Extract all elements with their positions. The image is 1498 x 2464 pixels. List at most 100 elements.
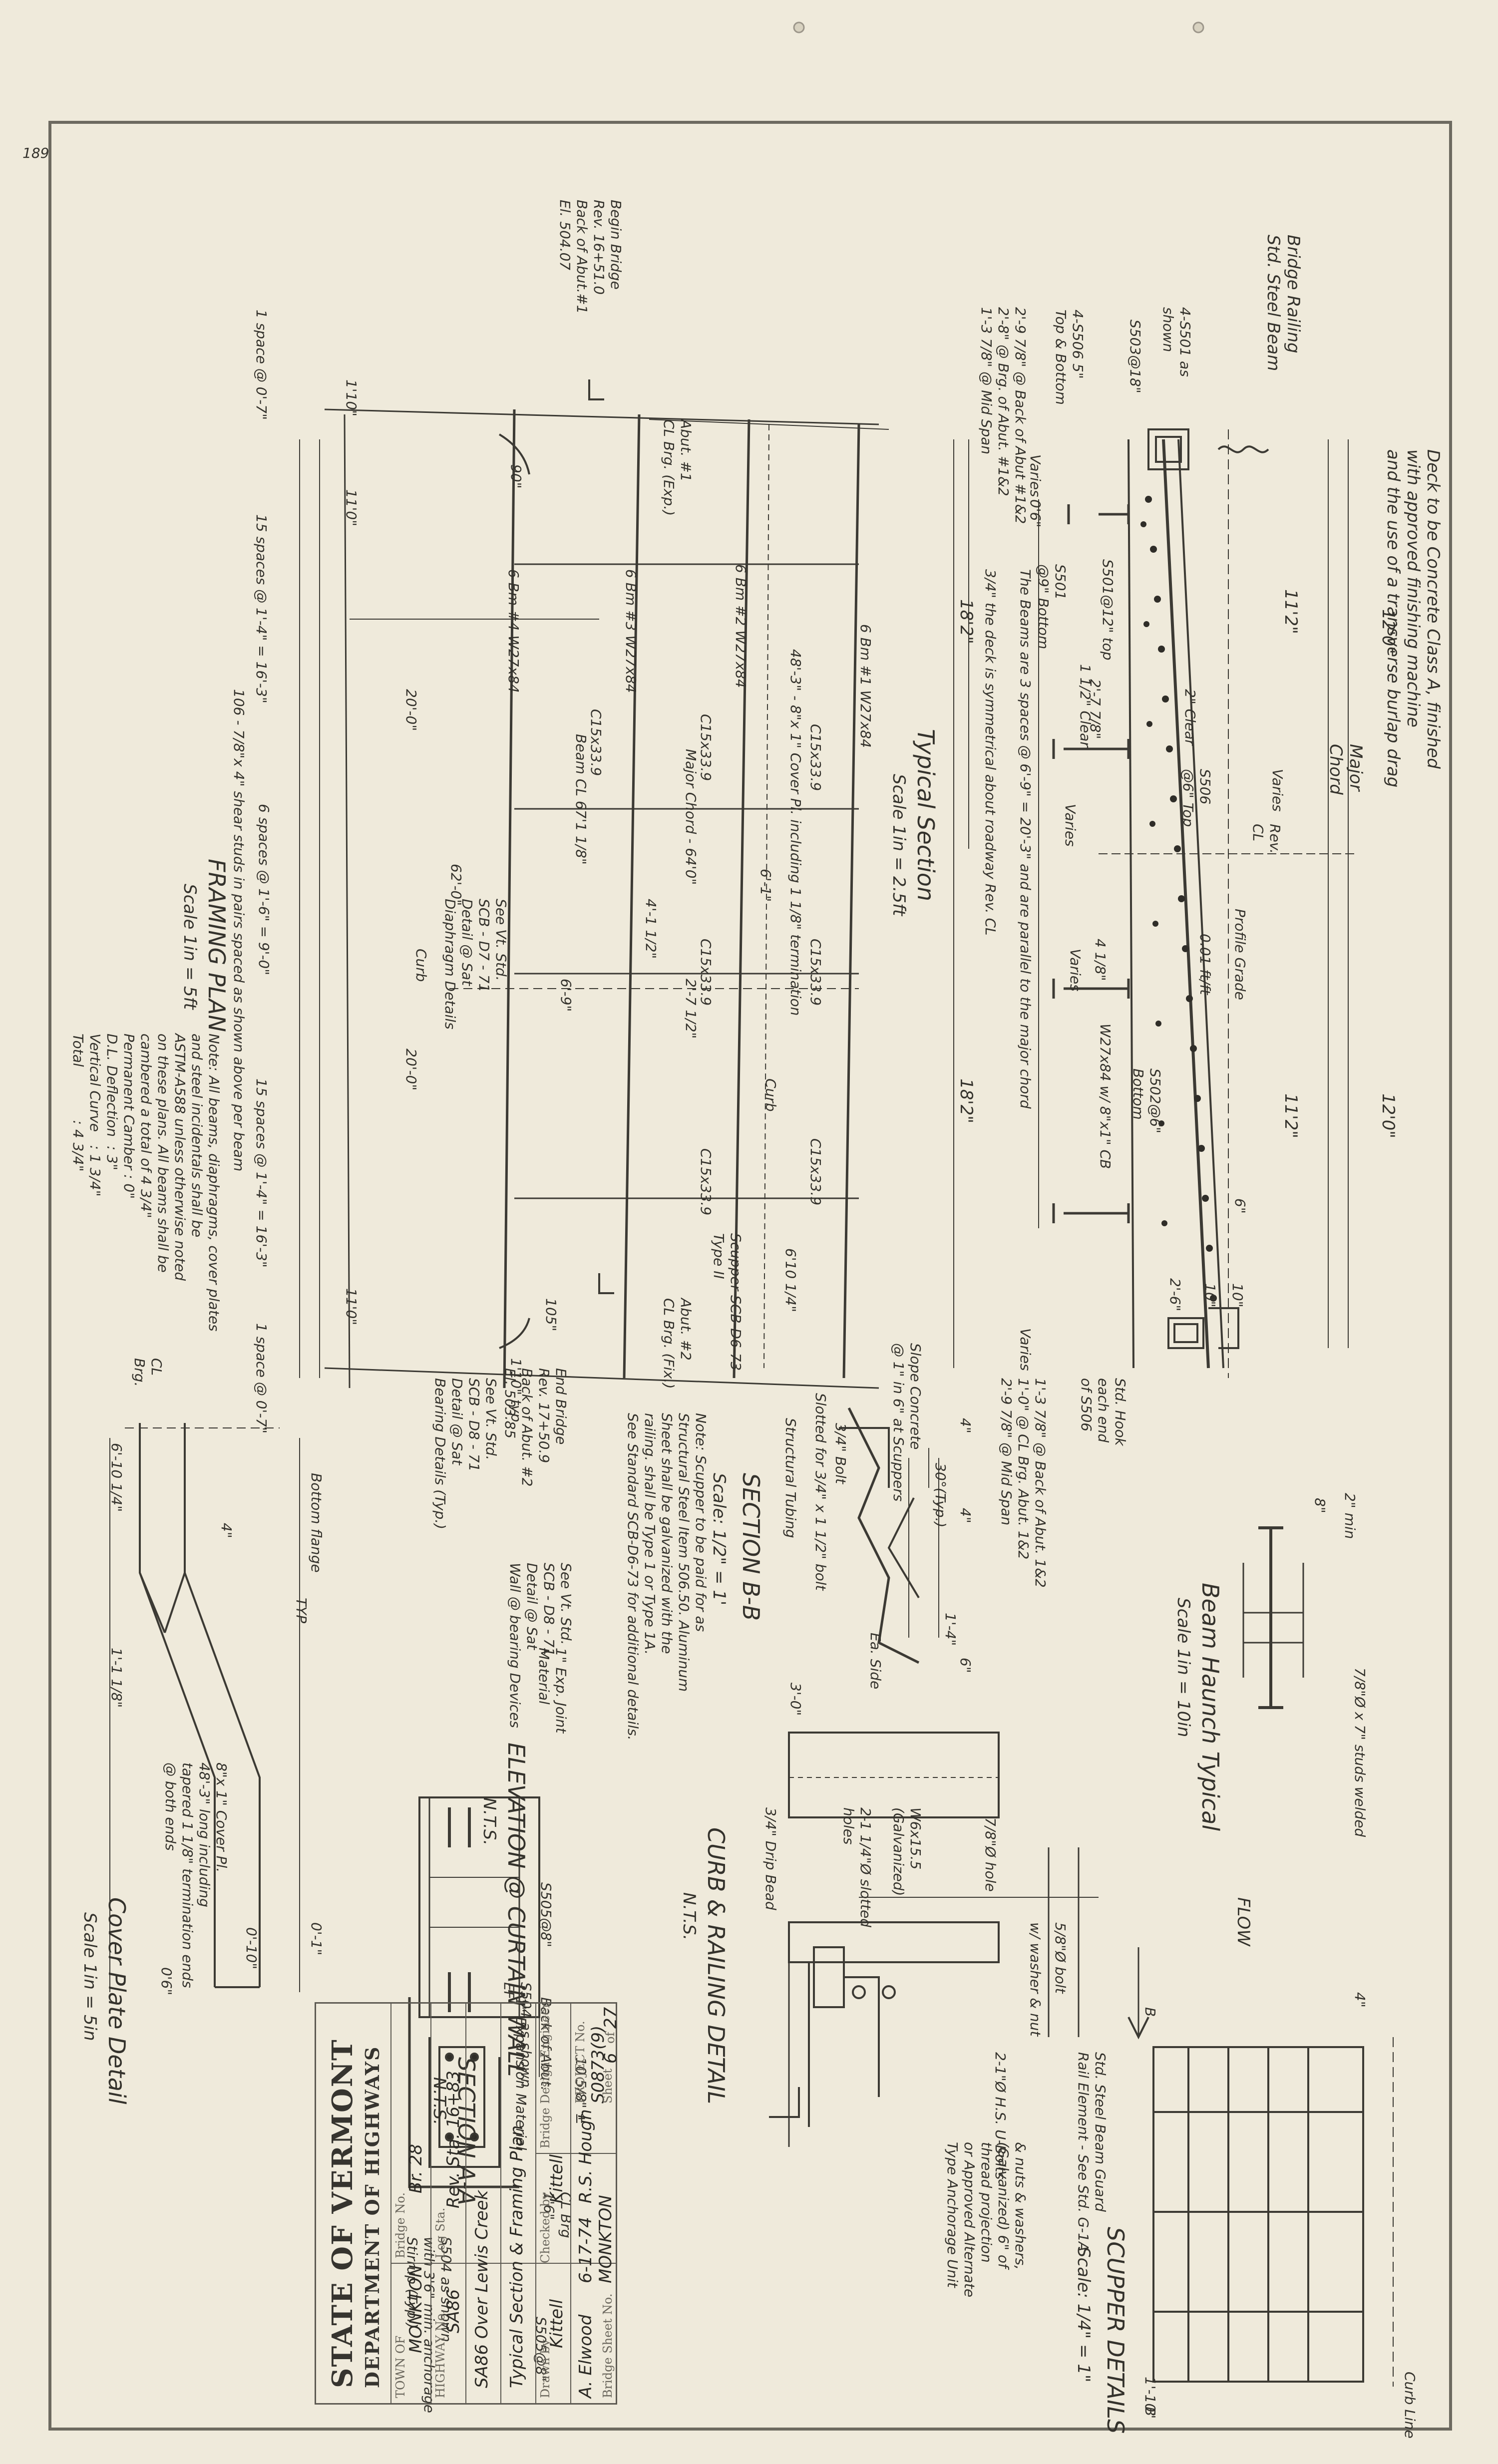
tb-bridge-sheet: MONKTON: [596, 2195, 616, 2283]
curb-label: Curb: [413, 949, 429, 982]
tb-bridge-label: Bridge No.: [393, 2192, 407, 2258]
cover-plate-typ: TYP: [293, 1598, 310, 1624]
beam-haunch-title: Beam Haunch Typical: [1197, 1583, 1224, 1831]
curb-label-2: Curb: [762, 1078, 779, 1112]
cr-holes: 2-1 1/4"Ø slotted holes: [840, 1807, 874, 1927]
curb-line-label: Curb Line: [1402, 2372, 1418, 2439]
section-aa-drawing: [408, 1997, 540, 2188]
cr-anchor2: & nuts & washers, (Galvanized) 6" of thr…: [944, 2142, 1029, 2298]
cr-std-beam: Std. Steel Beam Guard Rail Element - See…: [1075, 2052, 1109, 2252]
tb-date: 6-17-74: [576, 2217, 596, 2283]
section-bb-drawing: [839, 1407, 939, 1664]
cr-bolt: 5/8"Ø bolt: [1052, 1922, 1069, 1994]
dim-half-1: 11'2": [1281, 589, 1301, 634]
space-top: 1 space @ 0'-7": [253, 310, 270, 420]
tb-bridge: Br. 28: [406, 2143, 426, 2193]
section-bb-scale: Scale: 1/2" = 1': [709, 1473, 729, 1606]
tb-project-label: PROJECT No.: [573, 2021, 587, 2104]
bb-dim-6: 6": [957, 1658, 974, 1673]
tb-total: 27: [601, 2007, 621, 2029]
diaphragm-3: C15x33.9: [588, 709, 604, 776]
s502-label: S502@6" Bottom: [1130, 1068, 1163, 1133]
bottom-flange: Bottom flange: [308, 1473, 325, 1573]
angle-label: 30°(Typ.): [932, 1463, 949, 1528]
skew-2: 105": [543, 1298, 559, 1332]
girder-4: 6 Bm #4 W27x84: [505, 569, 522, 693]
dim-20-b: 20'-0": [403, 1049, 419, 1091]
bb-dim-4c: 4": [957, 1508, 974, 1523]
diaphragm-7: C15x33.9: [698, 1148, 714, 1216]
typical-section-drawing: [953, 428, 1358, 1378]
curtain-s505: S505@8": [538, 1882, 554, 1947]
tb-dept: DEPARTMENT OF HIGHWAYS: [361, 2046, 383, 2388]
cr-drip: 3/4" Drip Bead: [762, 1807, 779, 1910]
curb-railing-nts: N.T.S.: [679, 1892, 699, 1941]
varies-label: Varies: [1269, 769, 1286, 812]
tb-highway: SA86: [443, 2289, 463, 2333]
bolt-label: 3/4" Bolt: [832, 1423, 849, 1484]
dim-0-6: 0'6": [1027, 499, 1044, 528]
w27-label: W27x84 w/ 8"x1" CB: [1097, 1024, 1114, 1169]
varies-label-4: Varies: [1067, 949, 1084, 992]
slope-label: 0.01 ft/ft: [1197, 934, 1213, 995]
s506-label: 4-S506 5" Top & Bottom: [1053, 310, 1086, 405]
dim-10-b: 10": [1202, 1283, 1218, 1308]
scupper-note: Note: Scupper to be paid for as Structur…: [625, 1413, 709, 1741]
see-vt-std-1: See Vt. Std. SCB - D7 - 71 Detail @ Sat …: [442, 899, 509, 1030]
tb-log-sta: Rev. Sta. 16+83: [443, 2071, 463, 2208]
curtain-bearing: 1" Exp. Joint Material: [536, 1648, 569, 1734]
section-bb-title: SECTION B-B: [738, 1473, 764, 1621]
dim-6-9: 6'-9": [558, 979, 574, 1012]
dim-6: 6": [1232, 1198, 1248, 1214]
title-block: STATE OF VERMONT DEPARTMENT OF HIGHWAYS …: [315, 2002, 621, 2405]
curtain-wall-nts: N.T.S.: [479, 1797, 499, 1846]
girder-2: 6 Bm #2 W27x84: [733, 564, 749, 688]
flow-label: FLOW: [1233, 1897, 1253, 1946]
dim-6-1: 6'-1": [757, 869, 774, 902]
dim-20: 20'-0": [403, 689, 419, 731]
dim-4-1b: 4'-1 1/2": [643, 899, 659, 959]
cp-dim-0-10: 0'-10": [243, 1927, 260, 1970]
framing-plan-title: FRAMING PLAN: [203, 859, 230, 1033]
scupper-scale: Scale: 1/4" = 1": [1074, 2247, 1094, 2383]
dim-110: 1'10": [343, 379, 360, 417]
binding-hole: [793, 21, 805, 33]
cover-plate-brg: CL Brg.: [131, 1358, 165, 1387]
dim-4-1: 4 1/8": [1092, 939, 1109, 981]
haunch-dim-2: 2" min: [1342, 1493, 1358, 1539]
rev-cl: Rev. CL: [1250, 824, 1283, 854]
s501-as-shown: 4-S501 as shown: [1160, 307, 1193, 377]
s501-label: S501@12" top: [1100, 559, 1116, 661]
tb-designer-label: Bridge Design Engineer: [538, 2002, 552, 2148]
scupper-b-2: B: [1142, 2407, 1158, 2417]
tb-sheet-label: Sheet: [601, 2069, 615, 2104]
tb-sheet-title: Typical Section & Framing Plan: [507, 2125, 527, 2388]
tb-checked: Kittell: [547, 2154, 567, 2203]
dim-2-7b: 2'-7 1/2": [683, 979, 699, 1039]
bb-dim-4b: 1'-4": [942, 1613, 959, 1646]
varies-label-3: Varies: [1062, 804, 1079, 847]
major-chord-dim: Major Chord - 64'0": [683, 749, 699, 885]
typical-section-title: Typical Section: [912, 729, 939, 902]
sheet-id: 189: [22, 145, 49, 161]
cp-dim-4: 4": [218, 1523, 235, 1538]
slope-concrete: Slope Concrete @ 1" in 6" at Scuppers: [890, 1343, 924, 1502]
s501-bottom-label: S501 @9" Bottom: [1035, 564, 1069, 650]
space-mid: 6 spaces @ 1'-6" = 9'-0": [256, 804, 272, 976]
dim-16: 1'10" typ: [508, 1358, 524, 1422]
binding-hole: [1192, 21, 1204, 33]
framing-plan-scale: Scale 1in = 5ft: [180, 884, 200, 1010]
cr-hole: 7/8"Ø hole: [982, 1817, 999, 1892]
s506-top-label: S506 @6" Top: [1180, 769, 1213, 827]
beam-haunch-drawing: [1242, 1526, 1304, 1709]
cr-washer: w/ washer & nut: [1027, 1922, 1044, 2037]
cover-plate-drawing: [109, 1423, 300, 1992]
bb-dim-4: 4": [957, 1418, 974, 1433]
curtain-wall-drawing: [418, 1796, 540, 2018]
see-vt-std-2: See Vt. Std. SCB - D8 - 71 Detail @ Sat …: [432, 1378, 499, 1530]
bar-spacing-2: 1'-3 7/8" @ Back of Abut. 1&2 1'-0" @ CL…: [998, 1378, 1049, 1588]
framing-note: Note: All beams, diaphragms, cover plate…: [70, 1034, 222, 1332]
space-15b: 15 spaces @ 1'-4" = 16'-3": [253, 1078, 270, 1268]
